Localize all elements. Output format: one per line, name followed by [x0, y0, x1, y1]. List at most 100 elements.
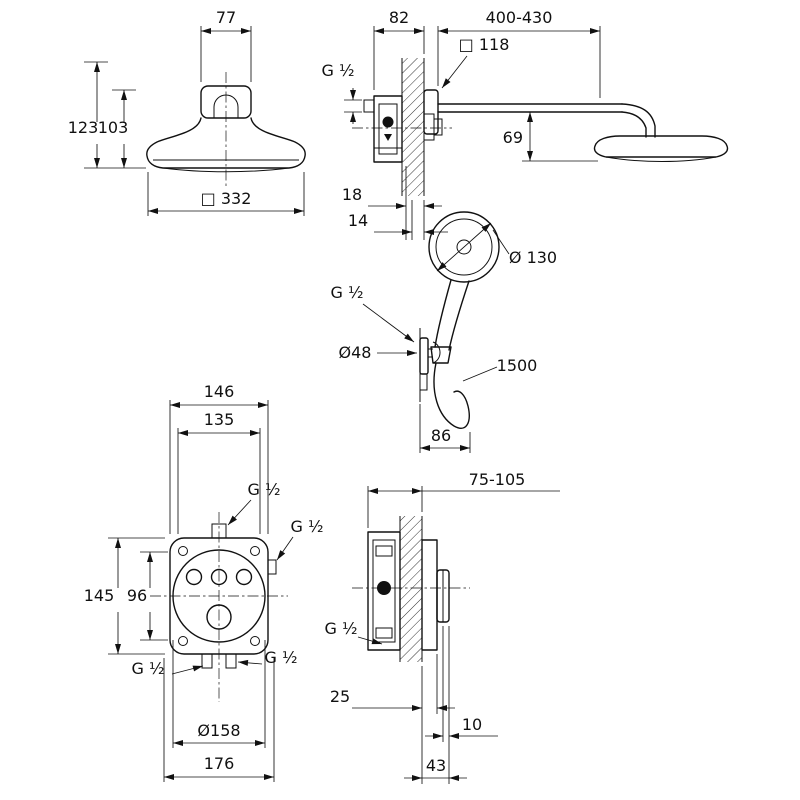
valve-marker-triangle [384, 134, 392, 141]
dim-label-offset-inner: 14 [348, 211, 368, 230]
thread-label-bottom-left: G ½ [132, 659, 165, 678]
screw-hole [250, 636, 260, 646]
dim-label-box-height: 145 [84, 586, 115, 605]
dim-label-offset-outer: 18 [342, 185, 362, 204]
thread-callout-valve-side: G ½ [325, 619, 383, 645]
outlet-stub [419, 373, 428, 391]
valve-side-port [363, 99, 375, 113]
thread-label-mixer: G ½ [322, 61, 355, 80]
spray-face [162, 167, 290, 173]
handle-right-edge [448, 280, 470, 351]
arm-wall-flange [423, 89, 439, 135]
hose-length-callout: 1500 [462, 356, 538, 382]
trim-circle [172, 549, 266, 643]
view-shower-arm-side: 400-430 □ 118 69 [423, 8, 729, 162]
dim-label-inner-width: 135 [204, 410, 235, 429]
thread-label-hand-shower: G ½ [331, 283, 364, 302]
thread-label-right: G ½ [291, 517, 324, 536]
thread-label-top: G ½ [248, 480, 281, 499]
dim-bracket-width: 77 [200, 8, 252, 82]
dim-box-height: 145 [84, 537, 165, 655]
dim-hose-offset: 86 [419, 404, 471, 453]
dim-label-trim-width: 176 [204, 754, 235, 773]
dim-label-arm-length: 400-430 [486, 8, 553, 27]
thermostat-knob [206, 604, 232, 630]
thread-label-bottom-right: G ½ [265, 648, 298, 667]
valve-cartridge [378, 103, 398, 155]
dim-arm-length: 400-430 [437, 8, 601, 98]
valve-trim-stub [423, 113, 435, 141]
trim-escutcheon-side [421, 539, 438, 651]
top-port [211, 523, 227, 539]
wall-hatch [400, 516, 422, 662]
thread-label-valve-side: G ½ [325, 619, 358, 638]
dim-label-head-width: □ 332 [201, 189, 252, 208]
bracket-detail [213, 94, 239, 118]
arm-bend-inner [621, 111, 647, 138]
head-shower-mount-bracket [200, 85, 252, 119]
dim-box-width: 146 [169, 382, 269, 534]
hose-nut [430, 346, 452, 364]
handle-left-edge [434, 279, 452, 348]
dim-heights: 123 103 [68, 61, 146, 169]
dim-inner-height: 96 [127, 551, 168, 641]
head-shower-side [593, 135, 729, 158]
dim-head-width: □ 332 [147, 172, 305, 216]
dim-label-depth-range: 75-105 [469, 470, 526, 489]
screw-hole [250, 546, 260, 556]
view-hand-shower: Ø 130 G ½ Ø48 1500 86 [331, 211, 557, 453]
bottom-port-left [201, 653, 213, 669]
dim-label-trim-diameter: Ø158 [197, 721, 240, 740]
thread-callout-mixer: G ½ [322, 61, 362, 124]
dim-valve-depth: 82 [373, 8, 425, 90]
side-port [267, 559, 277, 575]
dim-head-height: 69 [503, 112, 598, 162]
dim-label-head-height: 69 [503, 128, 523, 147]
dim-label-knob-step: 10 [462, 715, 482, 734]
mixer-valve-body [373, 95, 403, 163]
dim-inner-width: 135 [177, 410, 261, 534]
valve-marker-dot [382, 116, 394, 128]
wall-hatch [402, 58, 424, 196]
dim-depth-range: 75-105 [367, 470, 560, 528]
shower-hose [433, 362, 470, 429]
hand-shower-face-ring [435, 218, 493, 276]
valve-body-side [367, 531, 401, 651]
dim-label-protrusion: 43 [426, 756, 446, 775]
dim-trim-depth: 25 [330, 654, 455, 784]
dim-label-height-total: 123 [68, 118, 99, 137]
bottom-port-right [225, 653, 237, 669]
valve-top-detail [375, 545, 393, 557]
control-button-3 [235, 568, 253, 586]
view-head-shower-front: 77 123 103 □ 332 [68, 8, 306, 216]
holder-cup [432, 341, 441, 364]
dim-label-trim-depth: 25 [330, 687, 350, 706]
dim-label-hose-length: 1500 [497, 356, 538, 375]
valve-marker-dot [377, 581, 391, 595]
holder-escutcheon [419, 337, 429, 375]
dim-protrusion: 43 [404, 756, 467, 781]
dim-label-hand-diameter: Ø 130 [509, 248, 557, 267]
control-button-2 [210, 568, 228, 586]
dim-hand-shower-diameter: Ø 130 [436, 222, 557, 272]
view-valve-side: 75-105 G ½ 25 10 43 [325, 470, 560, 784]
thread-callout-hand-shower: G ½ [331, 283, 415, 343]
control-button-1 [185, 568, 203, 586]
head-face-line [605, 156, 717, 162]
view-valve-front: 146 135 G ½ G ½ 145 96 [84, 382, 324, 782]
holder-diameter-callout: Ø48 [339, 343, 417, 362]
dim-label-valve-depth: 82 [389, 8, 409, 27]
screw-hole [178, 546, 188, 556]
escutcheon-callout: □ 118 [441, 35, 509, 89]
valve-inner-detail [372, 539, 396, 643]
thread-callout-bottom-right: G ½ [237, 648, 298, 667]
thread-callout-right: G ½ [276, 517, 324, 561]
thread-callout-top: G ½ [227, 480, 281, 526]
dim-trim-diameter: Ø158 [172, 640, 266, 748]
dim-wall-offset-outer: 18 [342, 166, 442, 240]
dim-label-bracket-width: 77 [216, 8, 236, 27]
thread-callout-bottom-left: G ½ [132, 659, 204, 678]
view-mixer-wall-section: 82 G ½ 18 14 [322, 8, 452, 240]
